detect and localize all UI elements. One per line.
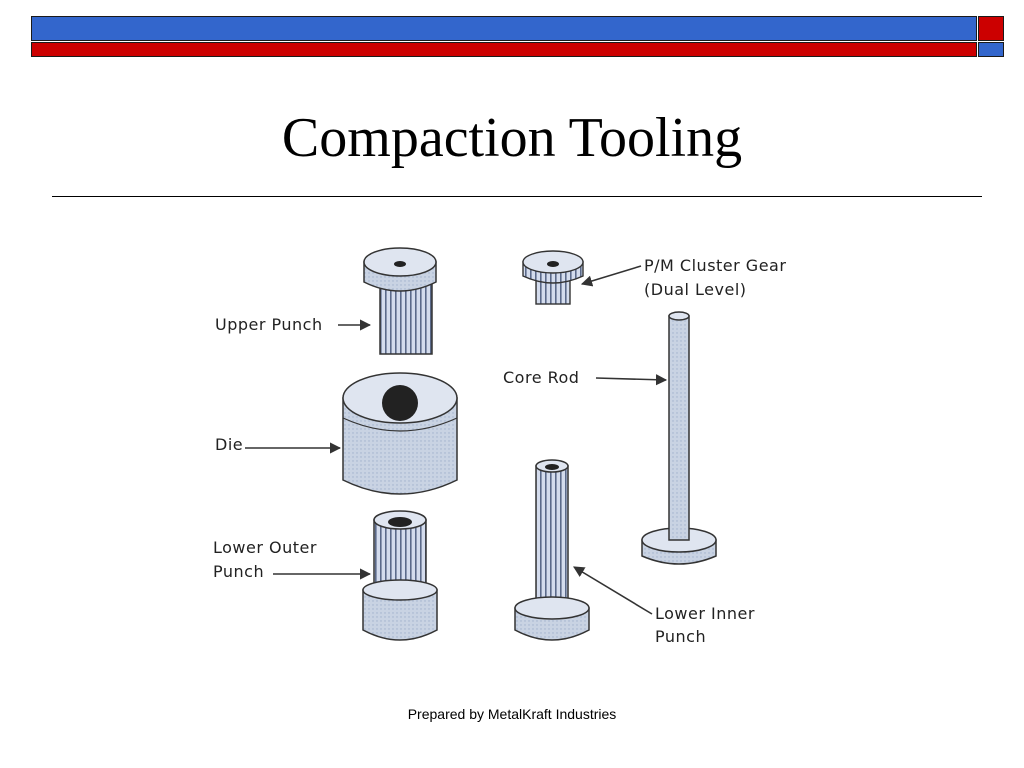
slide-title: Compaction Tooling [281, 107, 743, 169]
lower-inner-punch [514, 459, 590, 641]
label-lower-inner-2: Punch [655, 627, 706, 646]
header-bar-blue [31, 16, 977, 41]
die [342, 372, 458, 495]
core-rod [641, 311, 717, 565]
leader-cluster-gear [580, 265, 642, 287]
label-cluster-gear-2: (Dual Level) [644, 280, 747, 299]
leader-lines [245, 265, 668, 615]
header-bar-red [31, 42, 977, 57]
label-cluster-gear-1: P/M Cluster Gear [644, 256, 786, 275]
header-square-blue [978, 42, 1004, 57]
leader-core-rod [595, 374, 668, 386]
label-lower-outer-1: Lower Outer [213, 538, 317, 557]
label-upper-punch: Upper Punch [215, 315, 323, 334]
label-die: Die [215, 435, 243, 454]
label-core-rod: Core Rod [503, 368, 579, 387]
upper-punch [363, 247, 437, 355]
leader-lower-inner [573, 566, 653, 615]
cluster-gear [522, 250, 584, 305]
lower-outer-punch [362, 510, 438, 641]
slide-footer: Prepared by MetalKraft Industries [407, 706, 617, 722]
label-lower-outer-2: Punch [213, 562, 264, 581]
compaction-tooling-diagram: Upper Punch Die Lower Outer Punch P/M Cl… [213, 247, 786, 646]
header-square-red [978, 16, 1004, 41]
title-divider [52, 196, 982, 197]
label-lower-inner-1: Lower Inner [655, 604, 755, 623]
